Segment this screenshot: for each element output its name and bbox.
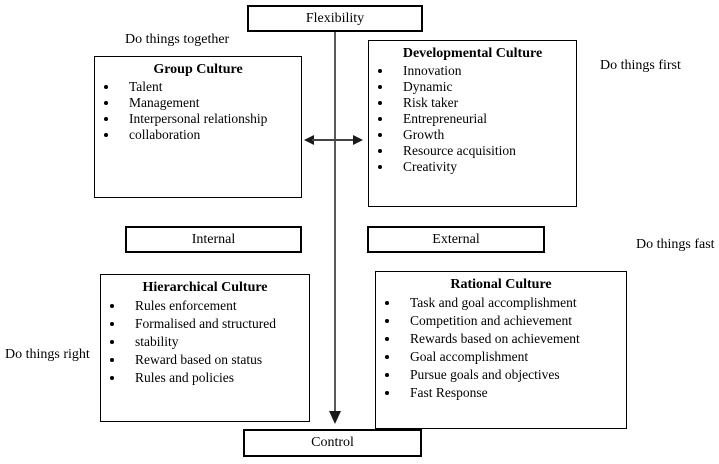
label-do-things-first: Do things first — [600, 58, 681, 73]
list-item: Risk taker — [393, 95, 576, 111]
control-text: Control — [311, 435, 354, 450]
down-arrowhead-icon — [329, 411, 341, 424]
label-do-things-fast: Do things fast — [636, 237, 715, 252]
external-text: External — [432, 231, 480, 247]
developmental-culture-list: Innovation Dynamic Risk taker Entreprene… — [369, 63, 576, 175]
list-item: Creativity — [393, 159, 576, 175]
list-item: collaboration — [119, 127, 301, 143]
list-item: Pursue goals and objectives — [400, 366, 626, 384]
list-item: Rules and policies — [125, 369, 309, 387]
flexibility-control-axis-line — [334, 32, 336, 413]
list-item: Rewards based on achievement — [400, 330, 626, 348]
left-arrowhead-icon — [304, 134, 314, 145]
double-arrow-shaft — [312, 138, 355, 141]
list-item: Formalised and structured — [125, 315, 309, 333]
list-item: Fast Response — [400, 384, 626, 402]
list-item: Task and goal accomplishment — [400, 294, 626, 312]
list-item: Competition and achievement — [400, 312, 626, 330]
quadrant-hierarchical-culture: Hierarchical Culture Rules enforcement F… — [100, 274, 310, 422]
rational-culture-title: Rational Culture — [450, 277, 552, 292]
internal-external-double-arrow — [304, 134, 363, 145]
list-item: Talent — [119, 79, 301, 95]
list-item: Dynamic — [393, 79, 576, 95]
group-culture-title: Group Culture — [153, 62, 243, 77]
flexibility-text: Flexibility — [305, 10, 365, 26]
list-item: Growth — [393, 127, 576, 143]
axis-label-control: Control — [243, 429, 422, 457]
list-item: Resource acquisition — [393, 143, 576, 159]
list-item: stability — [125, 333, 309, 351]
rational-culture-list: Task and goal accomplishment Competition… — [376, 294, 626, 402]
axis-label-flexibility: Flexibility — [247, 5, 423, 32]
list-item: Management — [119, 95, 301, 111]
quadrant-developmental-culture: Developmental Culture Innovation Dynamic… — [368, 40, 577, 207]
list-item: Interpersonal relationship — [119, 111, 301, 127]
group-culture-list: Talent Management Interpersonal relation… — [95, 79, 301, 143]
label-do-things-together: Do things together — [125, 32, 230, 47]
list-item: Reward based on status — [125, 351, 309, 369]
hierarchical-culture-list: Rules enforcement Formalised and structu… — [101, 297, 309, 387]
list-item: Innovation — [393, 63, 576, 79]
quadrant-group-culture: Group Culture Talent Management Interper… — [94, 56, 302, 198]
quadrant-rational-culture: Rational Culture Task and goal accomplis… — [375, 271, 627, 429]
list-item: Goal accomplishment — [400, 348, 626, 366]
developmental-culture-title: Developmental Culture — [402, 46, 543, 61]
internal-text: Internal — [191, 231, 236, 247]
list-item: Rules enforcement — [125, 297, 309, 315]
axis-label-external: External — [367, 226, 545, 253]
label-do-things-right: Do things right — [5, 347, 90, 362]
hierarchical-culture-title: Hierarchical Culture — [142, 280, 268, 295]
axis-label-internal: Internal — [125, 226, 302, 253]
list-item: Entrepreneurial — [393, 111, 576, 127]
right-arrowhead-icon — [353, 134, 363, 145]
